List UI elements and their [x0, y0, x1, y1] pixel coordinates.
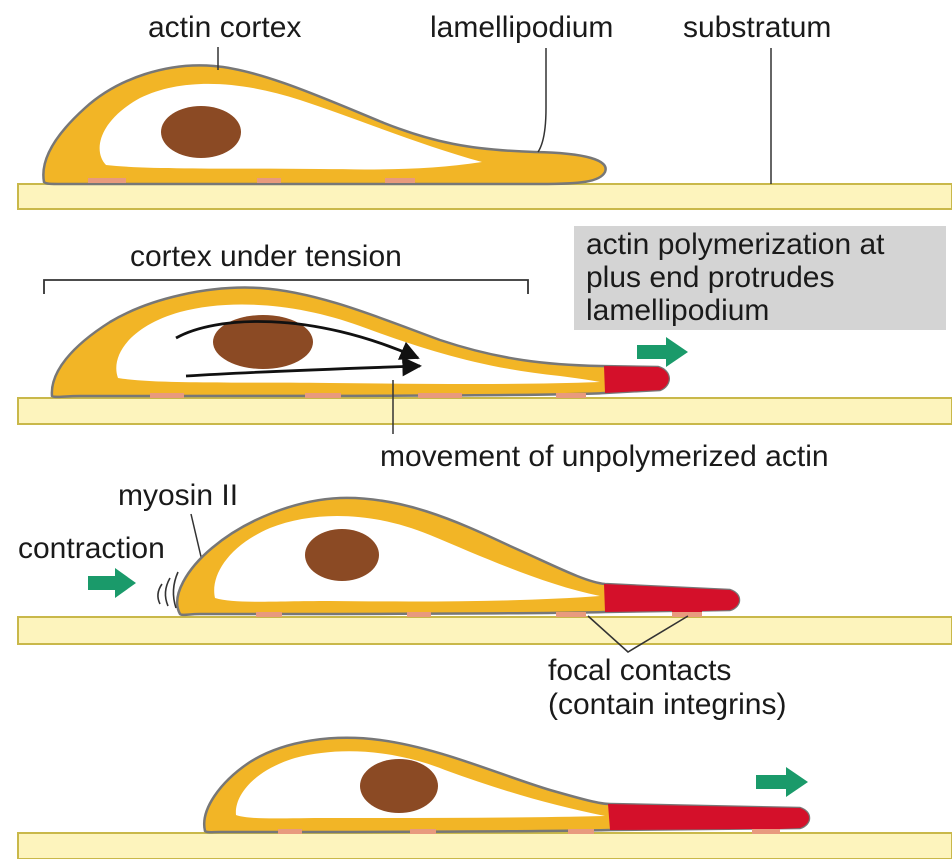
focal-contact-2d	[556, 393, 586, 398]
actin-cortex-label: actin cortex	[148, 11, 301, 44]
polymerization-label-line-1: actin polymerization at	[586, 228, 885, 261]
nucleus-1	[161, 106, 241, 158]
protrusion-arrow-2	[637, 337, 688, 367]
focal-contact-4b	[410, 829, 436, 834]
substratum-bar-1	[18, 184, 952, 209]
movement-label: movement of unpolymerized actin	[380, 440, 829, 473]
focal-contact-2a	[150, 393, 184, 398]
panel-1: actin cortex lamellipodium substratum	[18, 11, 952, 209]
contraction-label: contraction	[18, 532, 165, 565]
focal-contact-2b	[305, 393, 341, 398]
focal-contact-4a	[278, 829, 302, 834]
polymerization-label-line-3: lamellipodium	[586, 294, 769, 327]
focal-contact-4c	[568, 829, 594, 834]
lamellipodium-label: lamellipodium	[430, 11, 613, 44]
protrusion-arrow-4	[756, 767, 808, 797]
focal-contact-1b	[257, 178, 281, 183]
focal-contact-3a	[256, 612, 282, 617]
focal-contact-3b	[407, 612, 431, 617]
focal-contact-1c	[385, 178, 415, 183]
myosin-label: myosin II	[118, 479, 238, 512]
nucleus-3	[305, 529, 379, 581]
cortex-under-tension-label: cortex under tension	[130, 240, 402, 273]
cell-3-cytoplasm	[214, 516, 600, 602]
focal-contact-3c	[556, 612, 586, 617]
substratum-label: substratum	[683, 11, 831, 44]
panel-4	[18, 738, 952, 859]
panel-2: cortex under tension actin polymerizatio…	[18, 226, 952, 473]
focal-contact-2c	[418, 393, 462, 398]
focal-contacts-label-line-1: focal contacts	[548, 654, 731, 687]
panel-3: myosin II contraction focal contacts (co…	[18, 479, 952, 721]
polymerizing-actin-2	[604, 366, 669, 393]
substratum-bar-4	[18, 833, 952, 859]
nucleus-4	[360, 759, 438, 813]
focal-contact-1a	[88, 178, 126, 183]
focal-contact-4d	[752, 829, 780, 834]
substratum-bar-2	[18, 398, 952, 424]
polymerization-label-line-2: plus end protrudes	[586, 261, 835, 294]
lamellipodium-leader	[538, 48, 546, 152]
contraction-tremor-marks	[158, 572, 178, 608]
substratum-bar-3	[18, 617, 952, 644]
focal-contacts-label-line-2: (contain integrins)	[548, 688, 786, 721]
contraction-arrow	[88, 568, 136, 598]
